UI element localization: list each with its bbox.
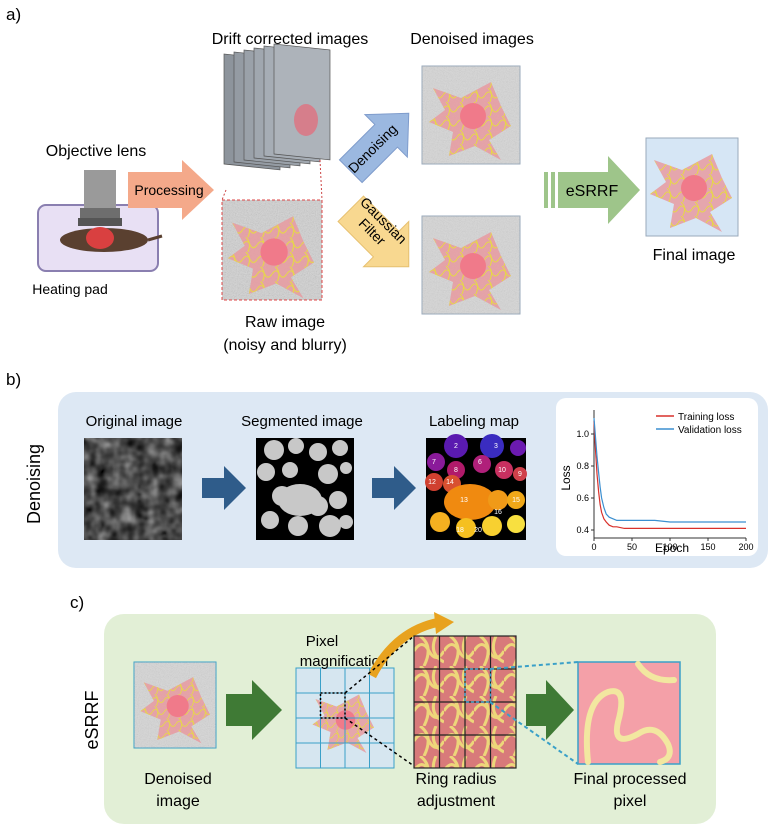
- original-image-label: Original image: [86, 413, 183, 430]
- microscope-setup-illustration: [37, 170, 163, 272]
- panel-a-letter: a): [6, 5, 21, 24]
- denoised-image-bottom: [421, 215, 521, 315]
- labeling-map: 2 3 7 6 8 10 9 12 14 13 15 16 18 20: [425, 434, 527, 540]
- arrow-segmented-to-labeling: [372, 466, 416, 510]
- processing-arrow: [128, 160, 214, 220]
- chart-y-tick-label: 0.4: [576, 525, 589, 535]
- esrrf-arrow-label: eSRRF: [566, 183, 619, 200]
- denoised-image-top: [421, 65, 521, 165]
- label-number: 20: [474, 527, 482, 534]
- segmented-image: [256, 438, 354, 540]
- legend-validation-label: Validation loss: [678, 425, 742, 436]
- raw-image: [221, 199, 323, 301]
- label-number: 14: [446, 479, 454, 486]
- label-number: 2: [454, 443, 458, 450]
- original-image: [84, 438, 182, 540]
- pixel-magnification-label-line2: magnification: [300, 653, 388, 670]
- gaussian-filter-arrow: [337, 195, 410, 268]
- denoising-arrow: [338, 112, 410, 184]
- panel-c-denoised-label-line2: image: [156, 793, 200, 810]
- labeling-map-label: Labeling map: [429, 413, 519, 430]
- esrrf-side-label: eSRRF: [82, 690, 102, 749]
- loss-chart-plot-area: 0 50 100 150 200 0.4 0.6 0.8 1.0: [576, 410, 754, 552]
- drift-corrected-title: Drift corrected images: [212, 31, 369, 48]
- chart-ylabel: Loss: [559, 465, 573, 490]
- label-number: 3: [494, 443, 498, 450]
- esrrf-arrow: [544, 156, 640, 224]
- label-number: 15: [512, 497, 520, 504]
- ring-radius-label-line2: adjustment: [417, 793, 496, 810]
- panel-b-letter: b): [6, 370, 21, 389]
- label-number: 9: [518, 471, 522, 478]
- panel-c-denoised-image: [133, 661, 217, 749]
- label-number: 13: [460, 497, 468, 504]
- label-number: 12: [428, 479, 436, 486]
- label-number: 16: [494, 509, 502, 516]
- denoising-side-label: Denoising: [24, 444, 44, 524]
- final-processed-label-line1: Final processed: [574, 771, 687, 788]
- final-image-label: Final image: [653, 247, 736, 264]
- final-processed-pixel: [577, 661, 681, 765]
- label-number: 8: [454, 467, 458, 474]
- chart-x-tick-label: 150: [700, 542, 715, 552]
- drift-corrected-stack: [223, 43, 331, 171]
- legend-training-label: Training loss: [678, 412, 734, 423]
- validation-loss-line: [593, 417, 746, 523]
- raw-image-label-line1: Raw image: [245, 314, 325, 331]
- arrow-to-grid: [226, 680, 282, 740]
- objective-lens-label: Objective lens: [46, 143, 147, 160]
- raw-image-label-line2: (noisy and blurry): [223, 337, 347, 354]
- denoised-images-title: Denoised images: [410, 31, 534, 48]
- processing-label: Processing: [134, 182, 203, 198]
- magnified-pixel-grid: [413, 635, 517, 769]
- panel-c-denoised-label-line1: Denoised: [144, 771, 212, 788]
- segmented-image-label: Segmented image: [241, 413, 363, 430]
- panel-c-letter: c): [70, 593, 84, 612]
- loss-chart: 0 50 100 150 200 0.4 0.6 0.8 1.0 Loss Epoch Trai…: [556, 398, 758, 556]
- chart-x-tick-label: 100: [662, 542, 677, 552]
- final-processed-label-line2: pixel: [614, 793, 647, 810]
- chart-x-tick-label: 50: [627, 542, 637, 552]
- chart-x-tick-label: 0: [591, 542, 596, 552]
- chart-xlabel: Epoch: [655, 541, 689, 555]
- label-number: 18: [456, 527, 464, 534]
- arrow-to-final-pixel: [526, 680, 574, 740]
- ring-radius-label-line1: Ring radius: [416, 771, 497, 788]
- pixel-magnification-label-line1: Pixel: [306, 633, 339, 650]
- esrrf-panel-background: [104, 614, 716, 824]
- label-number: 6: [478, 459, 482, 466]
- heating-pad-label: Heating pad: [32, 281, 108, 297]
- arrow-original-to-segmented: [202, 466, 246, 510]
- chart-y-tick-label: 0.6: [576, 493, 589, 503]
- chart-x-tick-label: 200: [738, 542, 753, 552]
- chart-y-tick-label: 1.0: [576, 429, 589, 439]
- label-number: 10: [498, 467, 506, 474]
- chart-y-tick-label: 0.8: [576, 461, 589, 471]
- label-number: 7: [432, 459, 436, 466]
- magnification-curved-arrow: [368, 617, 441, 679]
- final-image: [645, 137, 739, 237]
- training-loss-line: [593, 421, 746, 529]
